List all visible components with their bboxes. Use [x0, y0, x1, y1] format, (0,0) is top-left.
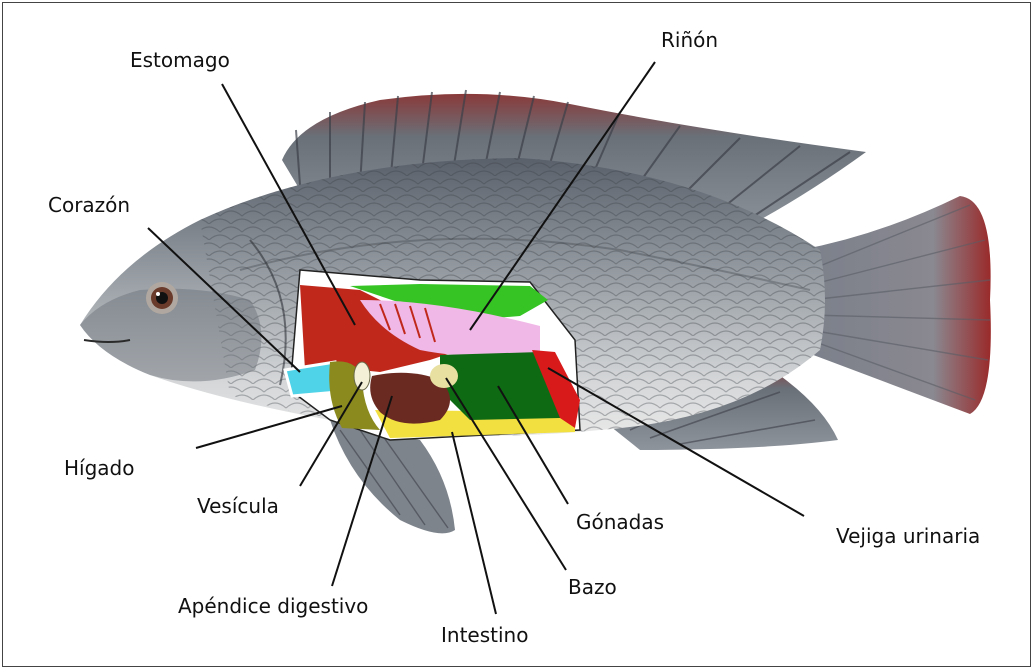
label-bazo: Bazo	[568, 577, 617, 597]
eye-icon	[146, 282, 178, 314]
organ-vesicula	[354, 362, 370, 390]
label-vesicula: Vesícula	[197, 496, 279, 516]
label-intestino: Intestino	[441, 625, 528, 645]
label-apendice: Apéndice digestivo	[178, 596, 368, 616]
label-rinon: Riñón	[661, 30, 718, 50]
label-corazon: Corazón	[48, 195, 130, 215]
label-higado: Hígado	[64, 458, 134, 478]
label-estomago: Estomago	[130, 50, 230, 70]
organ-cutaway	[285, 270, 580, 440]
tail-fin	[800, 196, 991, 414]
label-vejiga: Vejiga urinaria	[836, 526, 980, 546]
label-gonadas: Gónadas	[576, 512, 664, 532]
leader-intestino	[452, 432, 496, 614]
organ-bazo	[430, 364, 458, 388]
leader-higado	[196, 406, 342, 448]
